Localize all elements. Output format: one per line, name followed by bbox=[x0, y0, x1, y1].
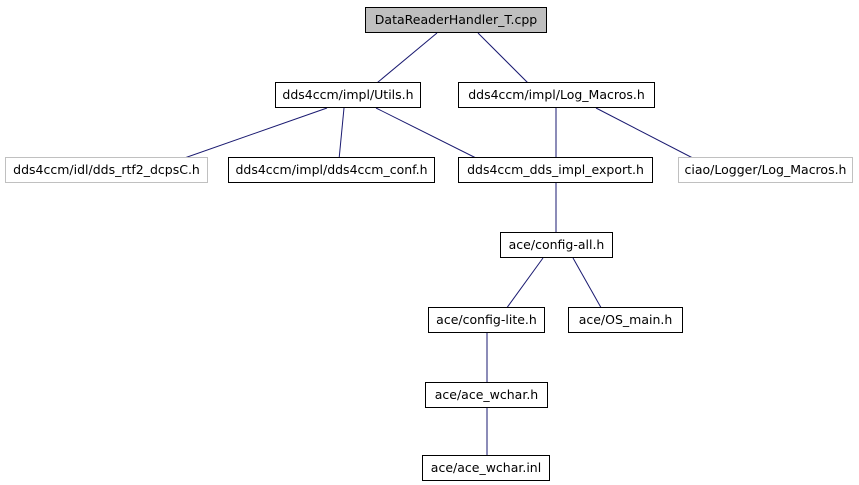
graph-node-n3[interactable]: dds4ccm/idl/dds_rtf2_dcpsC.h bbox=[5, 157, 208, 183]
graph-node-label: DataReaderHandler_T.cpp bbox=[374, 11, 538, 27]
graph-node-n8[interactable]: ace/config-lite.h bbox=[428, 307, 545, 333]
graph-node-n1[interactable]: dds4ccm/impl/Utils.h bbox=[275, 82, 421, 108]
graph-node-label: ace/OS_main.h bbox=[578, 311, 673, 327]
graph-node-label: dds4ccm/idl/dds_rtf2_dcpsC.h bbox=[13, 161, 200, 177]
graph-node-n9[interactable]: ace/OS_main.h bbox=[568, 307, 683, 333]
graph-node-label: ace/ace_wchar.h bbox=[434, 386, 539, 402]
graph-node-label: dds4ccm/impl/Log_Macros.h bbox=[468, 86, 645, 102]
graph-node-label: dds4ccm/impl/Utils.h bbox=[282, 86, 414, 102]
graph-node-n0[interactable]: DataReaderHandler_T.cpp bbox=[365, 7, 547, 33]
graph-node-n6[interactable]: ciao/Logger/Log_Macros.h bbox=[678, 157, 853, 183]
graph-node-n2[interactable]: dds4ccm/impl/Log_Macros.h bbox=[458, 82, 655, 108]
graph-node-label: dds4ccm_dds_impl_export.h bbox=[467, 161, 644, 177]
graph-node-label: dds4ccm/impl/dds4ccm_conf.h bbox=[235, 161, 428, 177]
graph-node-label: ciao/Logger/Log_Macros.h bbox=[684, 161, 847, 177]
graph-node-n4[interactable]: dds4ccm/impl/dds4ccm_conf.h bbox=[228, 157, 435, 183]
graph-node-n7[interactable]: ace/config-all.h bbox=[500, 232, 613, 258]
graph-node-n5[interactable]: dds4ccm_dds_impl_export.h bbox=[458, 157, 653, 183]
graph-node-n11[interactable]: ace/ace_wchar.inl bbox=[422, 455, 550, 481]
graph-node-n10[interactable]: ace/ace_wchar.h bbox=[425, 382, 548, 408]
graph-node-label: ace/config-all.h bbox=[508, 236, 605, 252]
graph-node-label: ace/config-lite.h bbox=[436, 311, 537, 327]
graph-node-label: ace/ace_wchar.inl bbox=[430, 459, 542, 475]
